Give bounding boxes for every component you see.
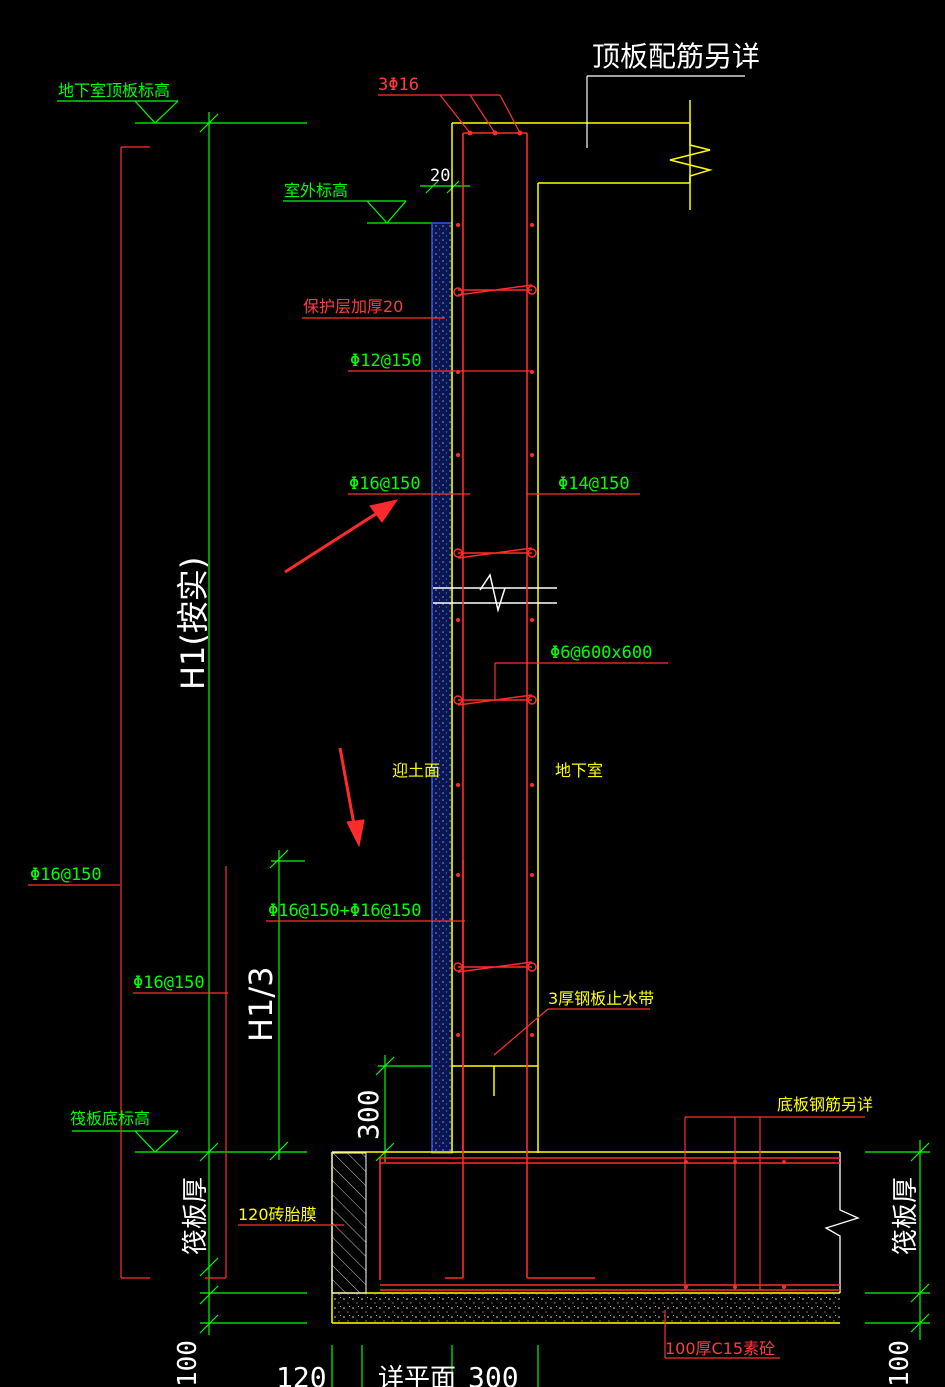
- top-bars-label: 3Φ16: [378, 75, 419, 95]
- dim-100-left: 100: [173, 1340, 203, 1387]
- wall-height-label: H1(按实): [174, 557, 212, 690]
- leaders: [28, 94, 865, 1359]
- roof-slab-note: 顶板配筋另详: [592, 40, 760, 73]
- blinding-label: 100厚C15素砼: [665, 1339, 775, 1358]
- outer-vertical-bar-label: Φ16@150: [349, 474, 421, 494]
- break-symbol-roof: [669, 123, 713, 183]
- raft-rebar-note: 底板钢筋另详: [777, 1095, 873, 1114]
- waterstop-label: 3厚钢板止水带: [548, 989, 654, 1008]
- tie-bars: [453, 284, 537, 973]
- dim-100-right: 100: [885, 1340, 915, 1387]
- horizontal-bar-label: Φ12@150: [350, 351, 422, 371]
- inner-vertical-bar-label: Φ14@150: [558, 474, 630, 494]
- added-bars-label: Φ16@150+Φ16@150: [268, 901, 422, 921]
- long-bar-label: Φ16@150: [30, 865, 102, 885]
- raft-bottom-elevation-label: 筏板底标高: [70, 1109, 150, 1128]
- cover-dimension: 20: [430, 166, 450, 186]
- dim-120: 120: [276, 1361, 327, 1387]
- brick-form-label: 120砖胎膜: [238, 1205, 317, 1224]
- outdoor-elevation-label: 室外标高: [284, 181, 348, 200]
- basement-face-label: 地下室: [555, 761, 603, 780]
- roof-slab-elevation-label: 地下室顶板标高: [58, 81, 170, 100]
- cover-note: 保护层加厚20: [303, 297, 403, 316]
- blinding-concrete: [332, 1294, 840, 1322]
- break-symbol-raft: [824, 1152, 860, 1293]
- dimension-lines: [135, 112, 930, 1387]
- dim-300: 300: [468, 1361, 519, 1387]
- elevation-markers: [57, 100, 407, 1153]
- soil-face-label: 迎土面: [392, 761, 440, 780]
- h1-third-label: H1/3: [242, 966, 280, 1042]
- see-plan-label: 详平面: [378, 1364, 456, 1387]
- roof-note-leader: [586, 75, 745, 148]
- raft-thickness-left: 筏板厚: [181, 1177, 211, 1255]
- concrete-outline: [331, 100, 840, 1324]
- kicker-height-dim: 300: [352, 1089, 385, 1140]
- break-symbol-wall: [433, 573, 557, 613]
- raft-thickness-right: 筏板厚: [891, 1177, 921, 1255]
- brick-form: [331, 1152, 367, 1294]
- annotation-arrows: [284, 499, 399, 848]
- lower-bar-label: Φ16@150: [133, 973, 205, 993]
- rebar: [379, 132, 840, 1291]
- rebar-dots: [456, 130, 786, 1289]
- tie-bar-label: Φ6@600x600: [550, 643, 652, 663]
